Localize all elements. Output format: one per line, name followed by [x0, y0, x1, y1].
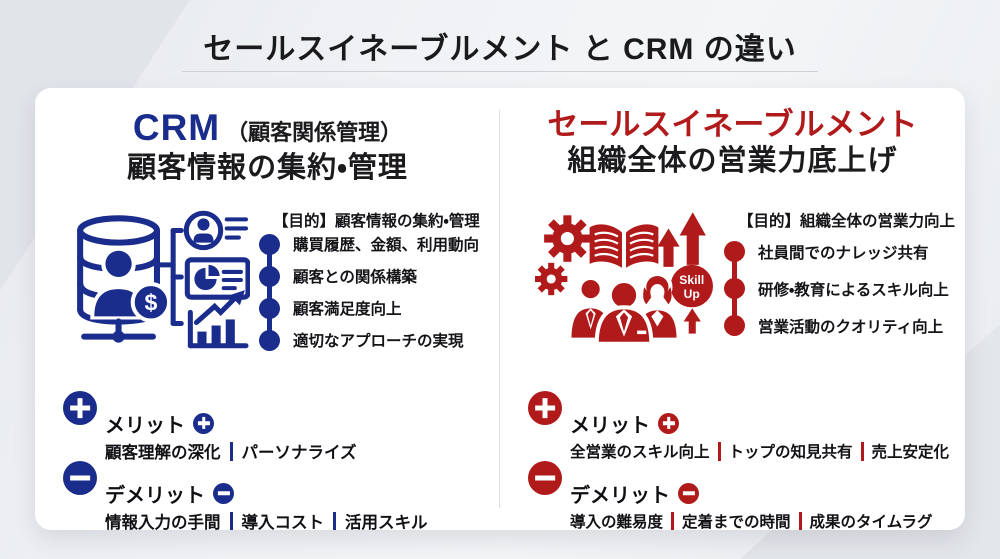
md-item-text: 活用スキル [345, 514, 428, 530]
item-separator [798, 511, 802, 530]
point-item: 適切なアプローチの実現 [259, 324, 479, 356]
point-text: 社員間でのナレッジ共有 [758, 244, 929, 262]
md-item-text: 売上安定化 [871, 444, 950, 461]
md-item-text: トップの知見共有 [728, 444, 853, 461]
item-separator [229, 441, 233, 461]
crm-purpose: 【目的】顧客情報の集約・管理 [273, 213, 480, 230]
team-icon [567, 271, 681, 346]
enablement-panel: セールスイネーブルメント 組織全体の営業力底上げ [500, 88, 965, 530]
point-item: 社員間でのナレッジ共有 [724, 233, 949, 270]
enablement-illustration-svg: Skill Up [535, 212, 713, 346]
up-arrow-icon [657, 228, 680, 267]
point-item: 顧客との関係構築 [259, 260, 479, 292]
skill-up-badge: Skill Up [670, 264, 713, 308]
point-item: 営業活動のクオリティ向上 [724, 307, 949, 344]
page-title: セールスイネーブルメント と CRM の違い [203, 33, 797, 66]
bullet-dot-icon [259, 265, 280, 287]
point-text: 購買履歴、金額、利用動向 [293, 237, 480, 254]
dollar-glyph: $ [144, 289, 157, 315]
bullet-dot-icon [724, 241, 745, 262]
svg-text:Skill: Skill [679, 273, 704, 287]
md-item-text: パーソナライズ [241, 444, 357, 462]
crm-panel: CRM（顧客関係管理） 顧客情報の集約・管理 [35, 88, 500, 530]
item-separator [860, 441, 864, 461]
title-underline [182, 71, 818, 72]
point-text: 顧客との関係構築 [293, 269, 417, 286]
crm-merit-items: 顧客理解の深化 パーソナライズ [105, 439, 357, 463]
demerit-label: デメリット [570, 484, 670, 507]
up-arrow-icon [679, 212, 706, 265]
plus-icon [193, 412, 214, 434]
crm-title: CRM [132, 107, 221, 148]
point-text: 研修・教育によるスキル向上 [758, 281, 949, 299]
svg-text:Up: Up [684, 287, 700, 301]
enablement-merit-items: 全営業のスキル向上 トップの知見共有 売上安定化 [570, 439, 949, 463]
crm-title-row: CRM（顧客関係管理） [35, 107, 500, 149]
connector-lines [156, 227, 184, 327]
md-item-text: 顧客理解の深化 [105, 444, 221, 462]
point-text: 顧客満足度向上 [293, 301, 402, 318]
crm-demerit-items: 情報入力の手間 導入コスト 活用スキル [105, 509, 428, 530]
point-text: 適切なアプローチの実現 [293, 333, 464, 350]
gear-icon [535, 262, 568, 296]
md-item-text: 情報入力の手間 [105, 514, 221, 530]
minus-icon [528, 461, 562, 495]
point-item: 購買履歴、金額、利用動向 [259, 228, 479, 260]
point-text: 営業活動のクオリティ向上 [758, 318, 944, 336]
crm-subtitle: 顧客情報の集約・管理 [127, 151, 408, 184]
bullet-dot-icon [724, 315, 745, 336]
enablement-header: セールスイネーブルメント 組織全体の営業力底上げ [500, 107, 965, 178]
item-separator [333, 511, 336, 530]
bullet-dot-icon [259, 329, 280, 351]
item-separator [229, 511, 233, 530]
network-node [112, 330, 125, 343]
demerit-label: デメリット [105, 484, 205, 507]
enablement-illustration: Skill Up [533, 208, 715, 350]
item-separator [717, 441, 721, 461]
crm-illustration-svg: $ [77, 210, 250, 349]
item-separator [671, 511, 675, 530]
comparison-card: CRM（顧客関係管理） 顧客情報の集約・管理 [35, 88, 965, 530]
bullet-dot-icon [259, 297, 280, 319]
open-book-icon [589, 224, 659, 268]
md-item-text: 導入の難易度 [570, 514, 664, 530]
bullet-dot-icon [259, 233, 280, 255]
pie-chart-card-icon [184, 257, 250, 300]
point-item: 顧客満足度向上 [259, 292, 479, 324]
minus-icon [213, 482, 234, 504]
crm-illustration: $ [68, 208, 250, 350]
crm-demerit-block: デメリット 情報入力の手間 導入コスト 活用スキル [63, 442, 428, 530]
merit-label: メリット [570, 414, 650, 437]
crm-header: CRM（顧客関係管理） 顧客情報の集約・管理 [35, 107, 500, 185]
md-item-text: 導入コスト [241, 514, 325, 530]
crm-title-note: （顧客関係管理） [226, 120, 403, 145]
gear-icon [544, 215, 591, 262]
bullet-dot-icon [724, 278, 745, 299]
plus-icon [63, 391, 97, 425]
plus-icon [658, 412, 679, 434]
enablement-demerit-items: 導入の難易度 定着までの時間 成果のタイムラグ [570, 509, 932, 530]
crm-merit-block: メリット 顧客理解の深化 パーソナライズ [63, 372, 357, 463]
merit-label: メリット [105, 414, 185, 437]
minus-icon [63, 461, 97, 495]
point-item: 研修・教育によるスキル向上 [724, 270, 949, 307]
dollar-coin-icon: $ [130, 282, 172, 323]
enablement-title-row: セールスイネーブルメント [500, 107, 965, 142]
enablement-points-list: 社員間でのナレッジ共有研修・教育によるスキル向上営業活動のクオリティ向上 [724, 233, 949, 344]
enablement-subtitle: 組織全体の営業力底上げ [567, 145, 898, 178]
up-arrow-icon [683, 308, 701, 334]
minus-icon [678, 482, 699, 504]
enablement-demerit-block: デメリット 導入の難易度 定着までの時間 成果のタイムラグ [528, 442, 932, 530]
crm-points-list: 購買履歴、金額、利用動向顧客との関係構築顧客満足度向上適切なアプローチの実現 [259, 228, 479, 356]
enablement-merit-block: メリット 全営業のスキル向上 トップの知見共有 売上安定化 [528, 372, 949, 463]
md-item-text: 成果のタイムラグ [809, 514, 933, 530]
md-item-text: 定着までの時間 [682, 514, 791, 530]
md-item-text: 全営業のスキル向上 [570, 444, 710, 461]
enablement-title: セールスイネーブルメント [547, 107, 918, 142]
enablement-purpose: 【目的】組織全体の営業力向上 [738, 213, 956, 230]
plus-icon [528, 391, 562, 425]
profile-card-icon [183, 210, 248, 251]
panel-divider [499, 110, 500, 508]
